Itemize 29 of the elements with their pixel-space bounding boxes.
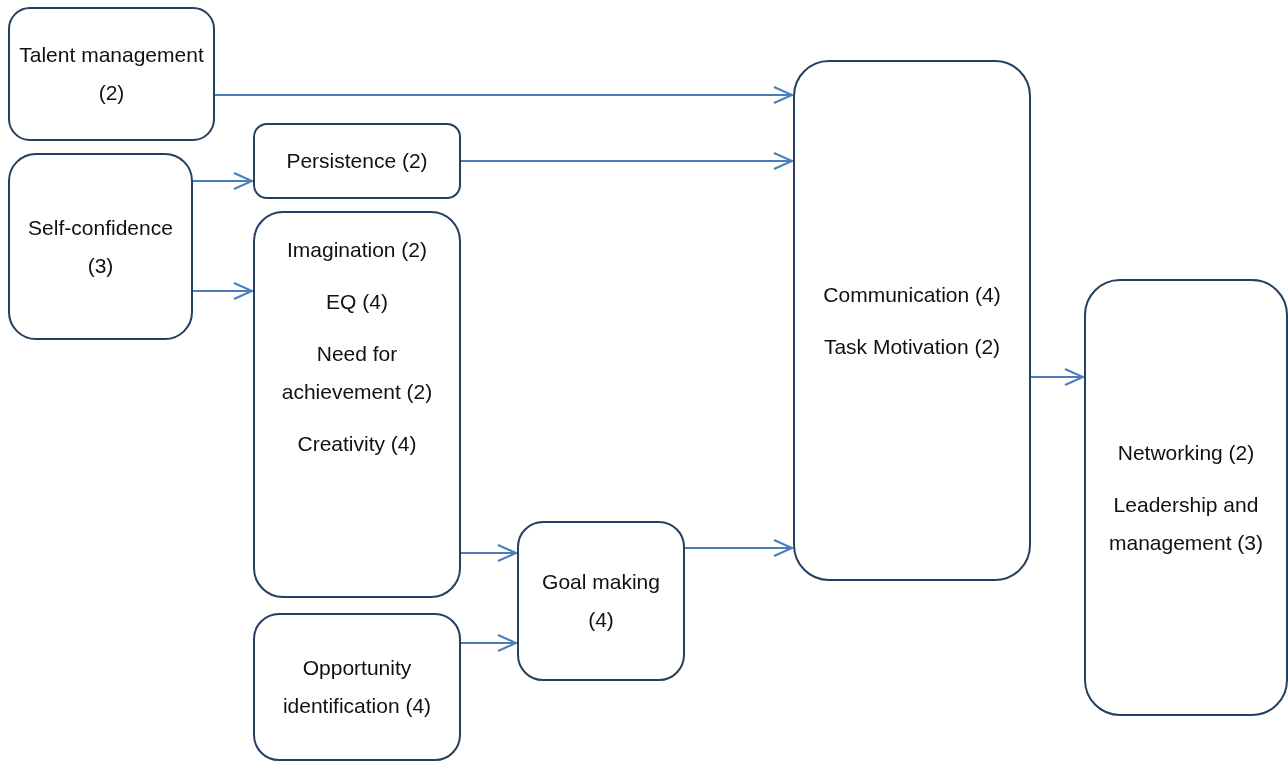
process-box (793, 60, 1031, 581)
box-label: Need for achievement (2) (280, 341, 434, 405)
process-box (8, 7, 215, 141)
arrow (1030, 368, 1084, 386)
box-label: Persistence (2) (286, 148, 428, 174)
process-box (253, 123, 461, 199)
box-label: Opportunity identification (4) (281, 655, 433, 719)
box-label: Goal making (4) (541, 569, 661, 633)
process-box (517, 521, 685, 681)
box-label: Self-confidence (3) (27, 214, 174, 279)
process-box (8, 153, 193, 340)
box-label: Communication (4) (823, 281, 1001, 308)
box-label: EQ (4) (326, 289, 388, 315)
box-label: Task Motivation (2) (823, 333, 1001, 360)
process-box (253, 211, 461, 598)
box-label: Imagination (2) (286, 237, 428, 263)
box-label: Leadership and management (3) (1107, 491, 1265, 556)
process-box (253, 613, 461, 761)
arrow (684, 539, 793, 557)
box-label: Creativity (4) (297, 431, 417, 457)
arrow (192, 172, 253, 190)
arrow (214, 86, 793, 104)
arrow (192, 282, 253, 300)
arrow (460, 152, 793, 170)
box-label: Talent management (2) (18, 42, 205, 106)
process-box (1084, 279, 1288, 716)
box-label: Networking (2) (1117, 439, 1255, 466)
arrow (460, 634, 517, 652)
arrow (460, 544, 517, 562)
